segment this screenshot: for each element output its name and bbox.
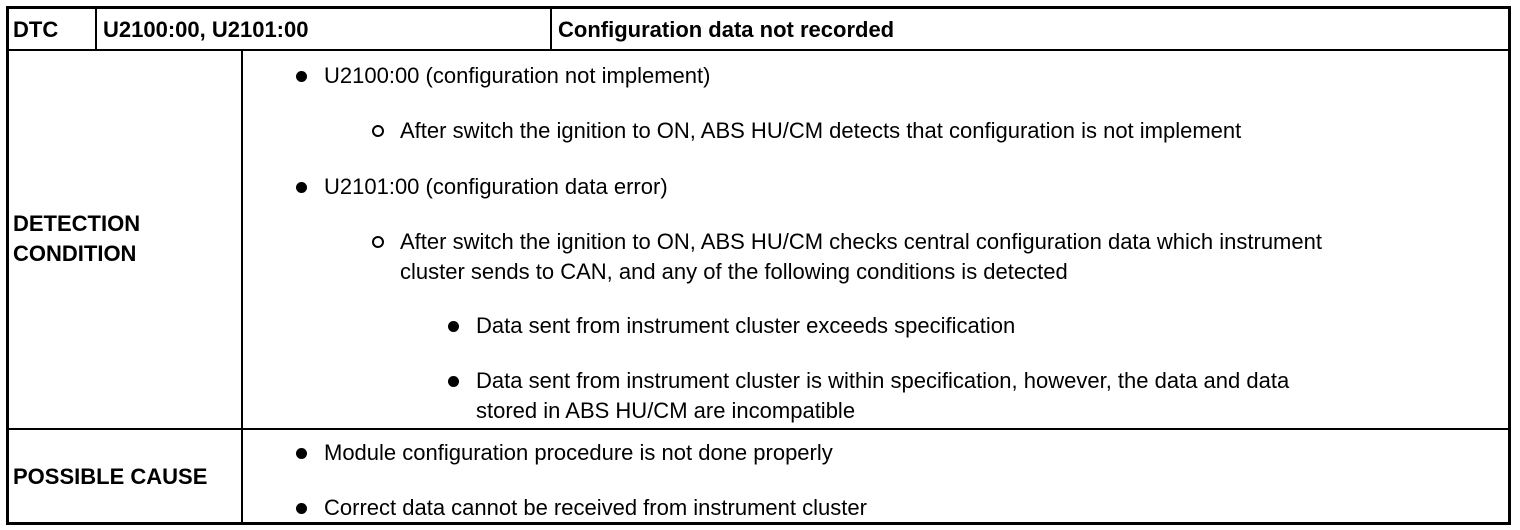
detection-condition-1: Data sent from instrument cluster exceed…: [476, 313, 1016, 338]
dtc-description: Configuration data not recorded: [558, 17, 895, 42]
detection-condition-content: U2100:00 (configuration not implement) A…: [245, 51, 1508, 428]
detection-condition-row: DETECTION CONDITION U2100:00 (configurat…: [9, 51, 1508, 430]
detection-item-1: U2100:00 (configuration not implement): [324, 63, 711, 88]
dtc-label-cell: DTC: [9, 9, 97, 49]
bullet-ring-icon: [372, 125, 384, 137]
detection-condition-2-line1: Data sent from instrument cluster is wit…: [476, 368, 1290, 393]
detection-item-2: U2101:00 (configuration data error): [324, 174, 668, 199]
possible-cause-label: POSSIBLE CAUSE: [13, 464, 208, 489]
bullet-dot-icon: [296, 503, 307, 514]
dtc-label: DTC: [13, 17, 59, 42]
dtc-codes: U2100:00, U2101:00: [103, 17, 309, 42]
bullet-dot-icon: [448, 321, 459, 332]
dtc-table: DTC U2100:00, U2101:00 Configuration dat…: [6, 6, 1511, 525]
bullet-dot-icon: [296, 71, 307, 82]
bullet-ring-icon: [372, 236, 384, 248]
detection-condition-2-line2: stored in ABS HU/CM are incompatible: [476, 398, 856, 423]
detection-item-2-sub-line2: cluster sends to CAN, and any of the fol…: [400, 259, 1068, 284]
possible-cause-label-cell: POSSIBLE CAUSE: [9, 430, 243, 522]
possible-cause-item-2: Correct data cannot be received from ins…: [324, 495, 867, 520]
header-row: DTC U2100:00, U2101:00 Configuration dat…: [9, 9, 1508, 51]
bullet-dot-icon: [296, 448, 307, 459]
detection-item-1-sub: After switch the ignition to ON, ABS HU/…: [400, 118, 1242, 143]
bullet-dot-icon: [296, 182, 307, 193]
possible-cause-row: POSSIBLE CAUSE Module configuration proc…: [9, 430, 1508, 522]
detection-item-2-sub-line1: After switch the ignition to ON, ABS HU/…: [400, 229, 1322, 254]
dtc-codes-cell: U2100:00, U2101:00: [99, 9, 552, 49]
possible-cause-item-1: Module configuration procedure is not do…: [324, 440, 833, 465]
detection-label-line1: DETECTION: [13, 211, 141, 236]
detection-condition-label-cell: DETECTION CONDITION: [9, 51, 243, 428]
bullet-dot-icon: [448, 376, 459, 387]
dtc-description-cell: Configuration data not recorded: [554, 9, 1508, 49]
possible-cause-content: Module configuration procedure is not do…: [245, 430, 1508, 522]
detection-label-line2: CONDITION: [13, 241, 137, 266]
